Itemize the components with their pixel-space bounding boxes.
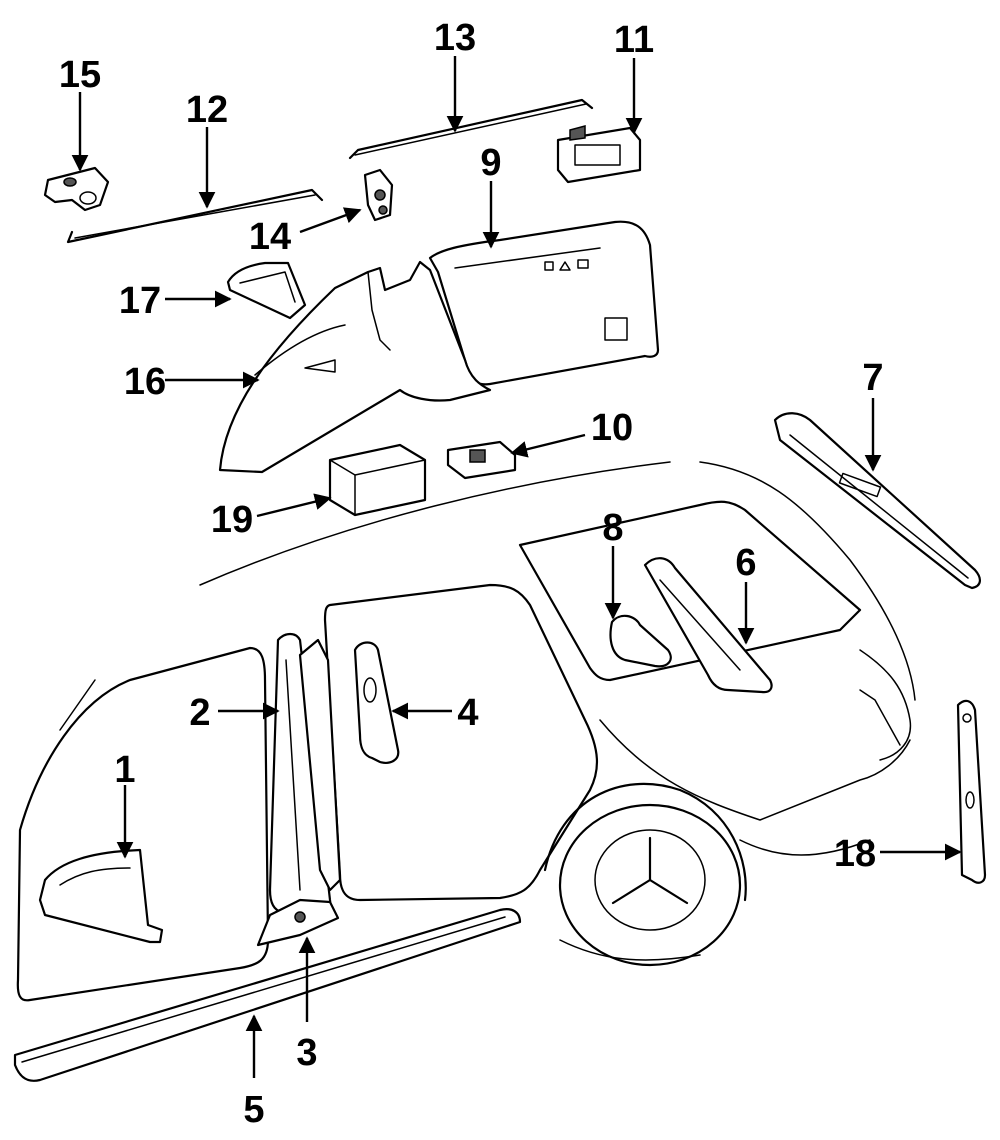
callout-10: 10	[591, 407, 633, 449]
rear-door-opening	[323, 583, 599, 902]
front-door-opening	[16, 646, 270, 1002]
quarter-window	[518, 500, 862, 682]
callout-11: 11	[614, 19, 654, 61]
wheel-star-icon	[611, 836, 689, 905]
rear-wheel-arch	[543, 782, 747, 902]
callout-3: 3	[296, 1032, 317, 1074]
callout-labels: 1 2 3 4 5 6 7 8 9 10 11 12 13 14 15 16 1…	[59, 17, 884, 1131]
callout-4: 4	[457, 692, 478, 734]
part-7-rear-header-trim	[773, 412, 981, 590]
part-10-lamp	[446, 440, 517, 480]
callout-9: 9	[480, 142, 501, 184]
callout-6: 6	[735, 542, 756, 584]
part-17-trim-panel	[226, 261, 307, 320]
callout-17: 17	[119, 280, 161, 322]
part-8-handle-trim	[609, 614, 672, 668]
part-15-clip	[43, 166, 110, 212]
part-19-module-box	[328, 443, 427, 517]
roof-line	[199, 461, 671, 586]
callout-12: 12	[186, 89, 228, 131]
part-13-rod	[348, 98, 594, 160]
part-1-kick-panel	[38, 848, 164, 944]
b-pillar-inner	[298, 638, 342, 892]
part-6-c-pillar-trim	[643, 557, 773, 694]
part-3-sill-bracket	[256, 898, 340, 947]
callout-1: 1	[114, 749, 135, 791]
part-5-sill-molding	[13, 908, 522, 1082]
callout-8: 8	[602, 507, 623, 549]
part-12-rod	[66, 188, 324, 244]
callout-7: 7	[862, 357, 883, 399]
part-11-handle-pocket	[556, 125, 642, 184]
part-4-b-pillar-trim	[353, 641, 400, 764]
callout-14: 14	[249, 216, 291, 258]
callout-16: 16	[124, 361, 166, 403]
part-14-hinge	[363, 168, 394, 222]
leader-arrows	[71, 56, 962, 1078]
callout-19: 19	[211, 499, 253, 541]
callout-15: 15	[59, 54, 101, 96]
panel-symbols-icon	[544, 259, 589, 271]
callout-2: 2	[189, 692, 210, 734]
callout-18: 18	[834, 833, 876, 875]
callout-5: 5	[243, 1089, 264, 1131]
callout-13: 13	[434, 17, 476, 59]
vehicle-body	[16, 461, 916, 1002]
rear-wheel	[558, 803, 742, 967]
part-16-wheelhouse-trim	[218, 260, 492, 474]
